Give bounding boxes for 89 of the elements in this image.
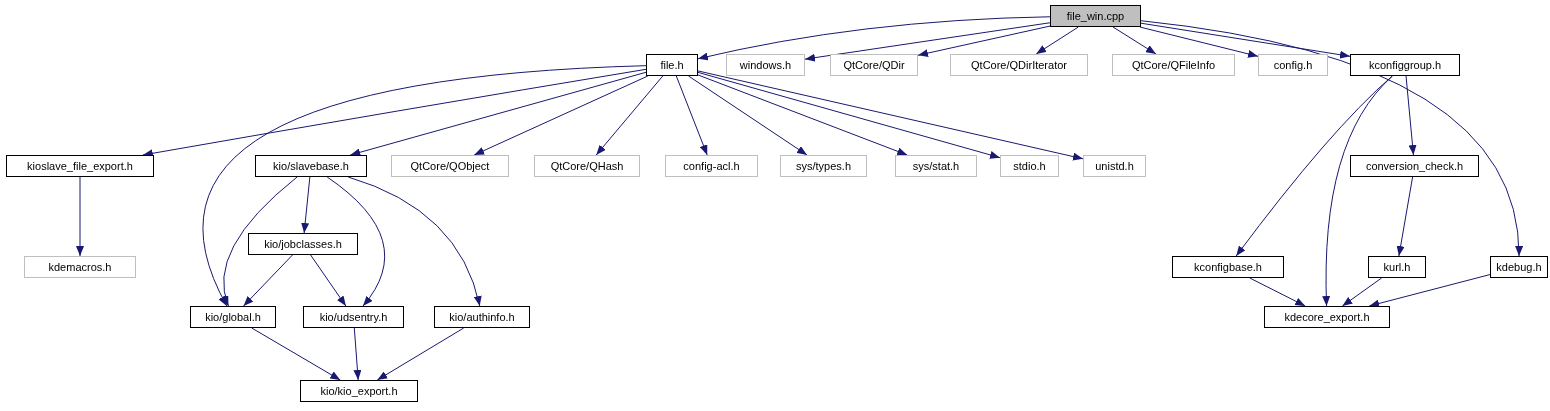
file-name: config.h [1273, 59, 1313, 71]
arrow [1249, 277, 1306, 307]
file-name: QtCore/QDirIterator [971, 59, 1067, 71]
file-name: unistd.h [1095, 160, 1134, 172]
arrow [1112, 26, 1157, 55]
file-box [24, 256, 136, 278]
arrow [697, 16, 1051, 61]
file-box [303, 306, 404, 328]
file-box [830, 54, 918, 76]
arrow [697, 71, 1001, 159]
file-name: sys/stat.h [912, 160, 960, 172]
arrow [1341, 277, 1383, 307]
file-name: kdecore_export.h [1284, 311, 1370, 323]
file-box [248, 233, 358, 255]
file-name: file_win.cpp [1066, 10, 1125, 22]
file-name: windows.h [739, 59, 792, 71]
arrow [251, 327, 341, 381]
file-box [1112, 54, 1235, 76]
arrow [675, 75, 708, 156]
file-box [1368, 256, 1426, 278]
file-box [1264, 306, 1390, 328]
file-box [534, 155, 640, 177]
file-box [255, 155, 367, 177]
file-box [1083, 155, 1146, 177]
file-box [1000, 155, 1059, 177]
arrow [376, 327, 465, 381]
file-box [6, 155, 154, 177]
arrow [1035, 26, 1079, 55]
file-name: sys/types.h [796, 160, 851, 172]
arrow [917, 25, 1051, 57]
file-box [726, 54, 805, 76]
file-name: kio/jobclasses.h [264, 238, 342, 250]
file-name: kconfiggroup.h [1368, 59, 1442, 71]
file-name: file.h [660, 59, 684, 71]
arrow [697, 70, 1084, 161]
file-name: QtCore/QHash [550, 160, 624, 172]
file-box [646, 54, 698, 76]
arrow [1139, 26, 1259, 58]
file-name: QtCore/QFileInfo [1131, 59, 1216, 71]
file-name: kio/udsentry.h [319, 311, 388, 323]
arrow [347, 176, 482, 307]
file-name: stdio.h [1013, 160, 1046, 172]
arrow [202, 65, 647, 307]
arrow [1368, 274, 1491, 308]
file-box [1490, 256, 1548, 278]
file-name: kdemacros.h [48, 261, 112, 273]
arrow [310, 254, 347, 307]
arrow [221, 176, 298, 307]
arrow [349, 71, 647, 157]
file-box [950, 54, 1088, 76]
arrow [76, 176, 84, 257]
file-box [300, 380, 418, 402]
file-box [1350, 155, 1479, 177]
arrow [697, 74, 908, 156]
file-name: kio/slavebase.h [273, 160, 349, 172]
file-name: kurl.h [1383, 261, 1411, 273]
file-box [190, 306, 276, 328]
file-box [895, 155, 977, 177]
file-box [665, 155, 758, 177]
file-name: conversion_check.h [1365, 160, 1464, 172]
arrow [353, 327, 362, 381]
file-name: QtCore/QDir [843, 59, 905, 71]
file-name: kio/authinfo.h [449, 311, 515, 323]
arrow [1396, 176, 1414, 257]
file-name: config-acl.h [683, 160, 740, 172]
arrow [243, 254, 293, 307]
arrow [1322, 75, 1394, 307]
file-box [780, 155, 867, 177]
file-box [1258, 54, 1328, 76]
file-name: kio/global.h [205, 311, 261, 323]
arrow [688, 75, 808, 156]
file-box [1350, 54, 1460, 76]
arrow [326, 176, 385, 307]
file-name: kioslave_file_export.h [27, 160, 133, 172]
arrow [301, 176, 311, 234]
arrow [804, 22, 1051, 62]
file-name: QtCore/QObject [410, 160, 490, 172]
file-name: kdebug.h [1496, 261, 1542, 273]
arrow [473, 75, 649, 156]
file-name: kconfigbase.h [1194, 261, 1262, 273]
arrow [595, 75, 664, 156]
file-box [434, 306, 530, 328]
file-box [1172, 256, 1284, 278]
arrow [1405, 75, 1417, 156]
file-box [1050, 5, 1141, 27]
file-name: kio/kio_export.h [320, 385, 398, 397]
arrow [1140, 20, 1523, 257]
arrow [1140, 22, 1351, 59]
file-box [391, 155, 509, 177]
